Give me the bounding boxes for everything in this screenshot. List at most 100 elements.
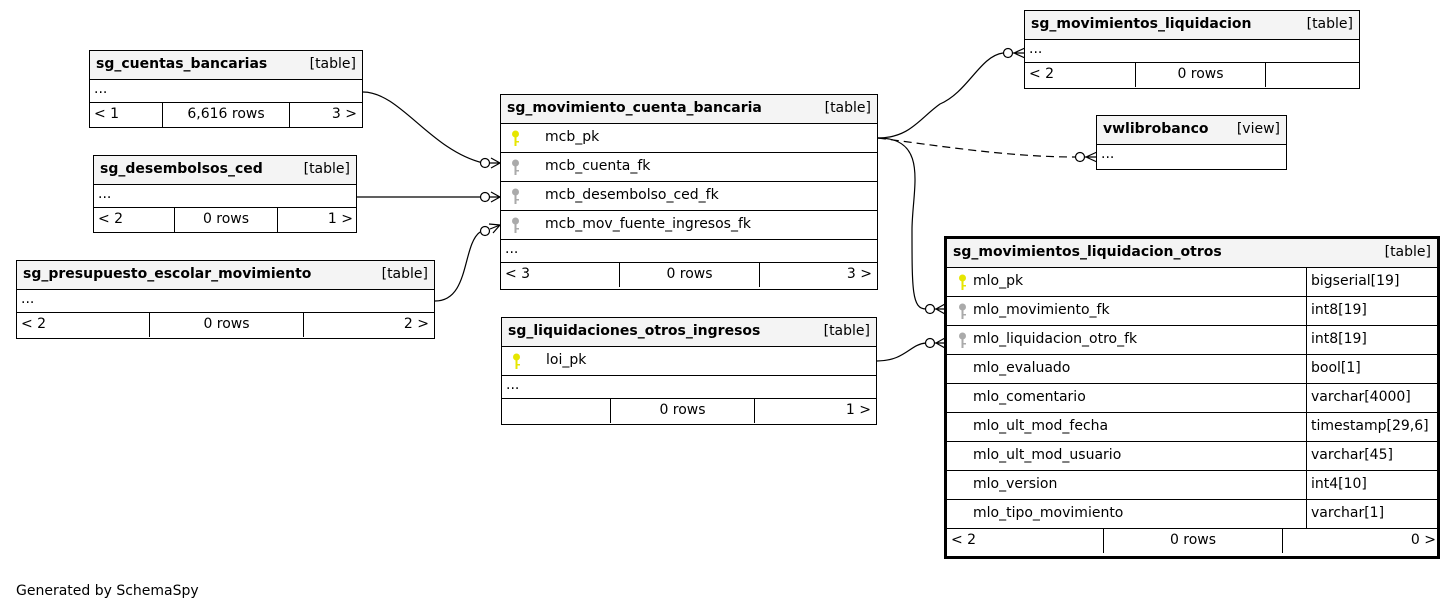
column-row[interactable]: mlo_liquidacion_otro_fk int8[19] <box>947 326 1437 355</box>
table-name: sg_movimientos_liquidacion <box>1031 16 1252 32</box>
column-name: mlo_pk <box>973 273 1024 289</box>
children-count[interactable]: 2 > <box>303 313 429 337</box>
children-count[interactable]: 1 > <box>754 399 871 423</box>
parents-count[interactable]: < 2 <box>1029 66 1055 82</box>
column-row[interactable]: mcb_pk <box>501 124 877 153</box>
edge-mlo-liq-end <box>924 337 936 349</box>
edge-mlo-mov-crow <box>935 303 946 315</box>
edge-presupuesto <box>434 231 481 302</box>
key-icon <box>959 303 966 319</box>
ellipsis: ... <box>98 186 112 202</box>
column-name: loi_pk <box>546 352 587 368</box>
key-icon <box>959 274 966 290</box>
children-count[interactable]: 3 > <box>759 263 872 287</box>
column-type: int8[19] <box>1306 297 1367 325</box>
table-header: sg_movimientos_liquidacion_otros [table] <box>947 239 1437 268</box>
table-header: sg_cuentas_bancarias [table] <box>90 51 362 80</box>
table-header: sg_movimientos_liquidacion [table] <box>1025 11 1359 40</box>
ellipsis-row: ... <box>502 376 876 399</box>
table-footer: < 2 0 rows 2 > <box>17 313 434 337</box>
generated-by-credit: Generated by SchemaSpy <box>16 583 199 599</box>
table-sg-liquidaciones-otros-ingresos[interactable]: sg_liquidaciones_otros_ingresos [table] … <box>501 317 877 425</box>
key-icon <box>512 159 519 175</box>
edge-desembolso-end <box>479 191 491 203</box>
table-sg-presupuesto-escolar-movimiento[interactable]: sg_presupuesto_escolar_movimiento [table… <box>16 260 435 339</box>
table-name: sg_liquidaciones_otros_ingresos <box>508 323 761 339</box>
column-row[interactable]: mlo_comentario varchar[4000] <box>947 384 1437 413</box>
parents-count[interactable]: < 2 <box>951 532 977 548</box>
table-name: sg_desembolsos_ced <box>100 161 263 177</box>
column-row[interactable]: mcb_cuenta_fk <box>501 153 877 182</box>
edge-presupuesto-end <box>479 225 491 237</box>
edge-cuenta-crow <box>490 157 501 169</box>
table-name: sg_presupuesto_escolar_movimiento <box>23 266 312 282</box>
ellipsis-row: ... <box>17 290 434 313</box>
column-name: mlo_movimiento_fk <box>973 302 1110 318</box>
column-name: mlo_comentario <box>973 389 1086 405</box>
column-type: timestamp[29,6] <box>1306 413 1429 441</box>
edge-cuenta <box>362 91 484 164</box>
row-count: 0 rows <box>1103 529 1282 553</box>
parents-count[interactable]: < 2 <box>98 211 124 227</box>
table-header: vwlibrobanco [view] <box>1097 116 1286 145</box>
table-sg-movimientos-liquidacion[interactable]: sg_movimientos_liquidacion [table] ... <… <box>1024 10 1360 89</box>
column-row[interactable]: mlo_version int4[10] <box>947 471 1437 500</box>
ellipsis: ... <box>94 81 108 97</box>
edge-presupuesto-crow <box>488 223 501 234</box>
row-count: 0 rows <box>149 313 303 337</box>
edge-movliq <box>877 52 1004 139</box>
children-count[interactable]: 0 > <box>1282 529 1436 553</box>
table-sg-movimiento-cuenta-bancaria[interactable]: sg_movimiento_cuenta_bancaria [table] mc… <box>500 94 878 290</box>
table-sg-cuentas-bancarias[interactable]: sg_cuentas_bancarias [table] ... < 1 6,6… <box>89 50 363 128</box>
ellipsis-row: ... <box>1097 145 1286 168</box>
ellipsis-row: ... <box>1025 40 1359 63</box>
table-kind: [table] <box>1384 244 1431 260</box>
edge-desembolso-crow <box>490 191 501 203</box>
parents-count[interactable]: < 3 <box>505 266 531 282</box>
view-vwlibrobanco[interactable]: vwlibrobanco [view] ... <box>1096 115 1287 170</box>
column-row[interactable]: mcb_desembolso_ced_fk <box>501 182 877 211</box>
table-kind: [table] <box>1306 16 1353 32</box>
column-name: mcb_desembolso_ced_fk <box>545 187 719 203</box>
table-kind: [view] <box>1236 121 1280 137</box>
ellipsis-row: ... <box>94 185 356 208</box>
column-row[interactable]: mcb_mov_fuente_ingresos_fk <box>501 211 877 240</box>
column-row[interactable]: mlo_ult_mod_fecha timestamp[29,6] <box>947 413 1437 442</box>
row-count: 0 rows <box>619 263 759 287</box>
table-kind: [table] <box>824 100 871 116</box>
table-name: sg_movimientos_liquidacion_otros <box>953 244 1222 260</box>
column-row[interactable]: mlo_pk bigserial[19] <box>947 268 1437 297</box>
children-count[interactable]: 1 > <box>277 208 353 232</box>
column-name: mlo_ult_mod_fecha <box>973 418 1109 434</box>
ellipsis: ... <box>505 241 519 257</box>
column-type: varchar[1] <box>1306 500 1384 528</box>
table-sg-movimientos-liquidacion-otros[interactable]: sg_movimientos_liquidacion_otros [table]… <box>944 236 1440 559</box>
children-count[interactable] <box>1265 63 1354 87</box>
edge-mlo-mov <box>877 137 927 310</box>
parents-count[interactable]: < 1 <box>94 106 120 122</box>
edge-vwlibro-end <box>1074 151 1086 163</box>
table-name: sg_movimiento_cuenta_bancaria <box>507 100 762 116</box>
edge-movliq-end <box>1002 47 1014 59</box>
column-row[interactable]: mlo_ult_mod_usuario varchar[45] <box>947 442 1437 471</box>
column-row[interactable]: mlo_movimiento_fk int8[19] <box>947 297 1437 326</box>
edge-movliq-crow <box>1013 47 1026 59</box>
table-header: sg_desembolsos_ced [table] <box>94 156 356 185</box>
table-name: vwlibrobanco <box>1103 121 1209 137</box>
table-kind: [table] <box>823 323 870 339</box>
column-name: mlo_evaluado <box>973 360 1071 376</box>
column-row[interactable]: mlo_evaluado bool[1] <box>947 355 1437 384</box>
table-sg-desembolsos-ced[interactable]: sg_desembolsos_ced [table] ... < 2 0 row… <box>93 155 357 233</box>
ellipsis: ... <box>1029 41 1043 57</box>
edge-mlo-mov-end <box>924 303 936 315</box>
column-name: mlo_ult_mod_usuario <box>973 447 1122 463</box>
table-footer: < 1 6,616 rows 3 > <box>90 103 362 127</box>
column-row[interactable]: loi_pk <box>502 347 876 376</box>
key-icon <box>959 332 966 348</box>
parents-count[interactable]: < 2 <box>21 316 47 332</box>
children-count[interactable]: 3 > <box>289 103 357 127</box>
column-row[interactable]: mlo_tipo_movimiento varchar[1] <box>947 500 1437 529</box>
key-icon <box>512 217 519 233</box>
column-name: mcb_pk <box>545 129 600 145</box>
